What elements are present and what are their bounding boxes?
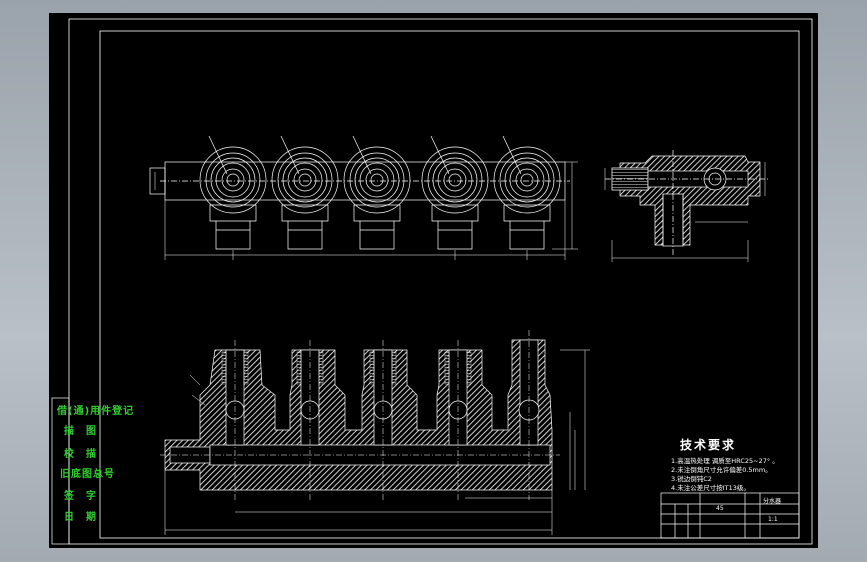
front-section-view <box>160 330 590 535</box>
sidebar-label-register: 借(通)用件登记 <box>57 406 135 417</box>
sidebar-label-old-drawing-no: 旧底图总号 <box>60 469 115 480</box>
top-view-fittings <box>209 204 551 250</box>
sidebar-label-signature: 签 字 <box>64 491 97 502</box>
side-section-view <box>604 150 770 262</box>
top-view <box>149 135 578 260</box>
tech-requirements-title: 技术要求 <box>680 438 737 452</box>
inner-frame <box>99 30 800 539</box>
tech-requirement-1: 1.高温热处理 调质至HRC25~27° 。 <box>671 457 779 465</box>
side-section-dimensions <box>604 162 766 262</box>
sidebar-label-proofread: 校 描 <box>64 449 97 460</box>
tech-requirement-4: 4.未注公差尺寸按IT13级。 <box>671 484 750 492</box>
front-section-dimensions <box>164 349 590 535</box>
title-block <box>660 492 800 539</box>
title-block-part-name: 分水器 <box>763 498 782 505</box>
sidebar-label-tracing: 描 图 <box>64 426 97 437</box>
tech-requirement-3: 3.锐边倒钝C2 <box>671 475 712 483</box>
outer-frame <box>68 18 813 545</box>
top-view-ports <box>199 135 561 214</box>
top-view-dimensions <box>154 161 578 260</box>
title-block-material: 45 <box>716 505 724 512</box>
title-block-scale: 1:1 <box>768 516 778 523</box>
sidebar-label-date: 日 期 <box>64 512 97 523</box>
sidebar-frame <box>51 397 70 545</box>
tech-requirement-2: 2.未注倒角尺寸允许偏差0.5mm。 <box>671 466 772 474</box>
